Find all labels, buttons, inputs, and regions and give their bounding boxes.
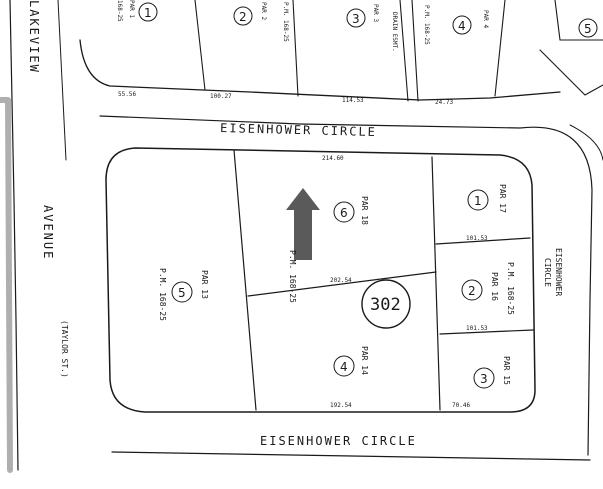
street-eisenhower-top: EISENHOWER CIRCLE <box>220 121 377 139</box>
parcel-16-label: PAR 16 <box>490 272 499 301</box>
parcel-17-label: PAR 17 <box>498 184 507 213</box>
parcel-18-circle <box>333 201 355 223</box>
parcel-17[interactable]: 1 PAR 17 <box>467 184 507 213</box>
lot-line-east <box>431 156 441 411</box>
eisenhower-south-line <box>111 451 591 461</box>
parcel-15-circle <box>473 367 495 389</box>
top-lot-5-circle <box>578 18 598 38</box>
block-number-circle <box>361 279 411 329</box>
top-lot-line-4 <box>494 0 506 97</box>
parcel-16[interactable]: 2 PAR 16 P.M. 168-25 <box>461 262 515 315</box>
drain-esmt-label: DRAIN ESMT. <box>391 12 398 52</box>
lakeview-row-line <box>9 0 19 471</box>
lot-line-17-16 <box>435 237 531 245</box>
street-eisenhower-right-2: CIRCLE <box>543 258 552 287</box>
top-lot-2-num: 2 <box>239 10 247 24</box>
top-row-boundary <box>79 39 561 101</box>
drain-esmt-line-a <box>399 0 409 102</box>
top-lot-1[interactable]: 1 PAR 1 168-25 <box>116 0 158 22</box>
parcel-14-circle <box>333 355 355 377</box>
parcel-18[interactable]: 6 PAR 18 <box>333 196 369 225</box>
top-lot-4-pm: P.M. 168-25 <box>423 5 430 45</box>
street-taylor: (TAYLOR ST.) <box>60 320 69 378</box>
parcel-13[interactable]: 5 PAR 13 P.M. 168-25 <box>158 268 209 321</box>
parcel-15-label: PAR 15 <box>502 356 511 385</box>
dim-top-c: 114.53 <box>342 97 364 104</box>
top-lot-4-circle <box>452 15 472 35</box>
top-lot-2-label: PAR 2 <box>260 2 267 20</box>
top-lot-5[interactable]: 5 <box>578 18 598 38</box>
parcel-14[interactable]: 4 PAR 14 <box>333 346 369 377</box>
dim-top-a: 55.56 <box>118 91 136 98</box>
top-lot-3-num: 3 <box>352 12 360 26</box>
lot-line-13-18 <box>233 149 257 411</box>
top-lot-3[interactable]: 3 PAR 3 <box>346 4 379 28</box>
parcel-16-pm: P.M. 168-25 <box>506 262 515 315</box>
lakeview-east-line <box>57 0 67 161</box>
top-lot-4[interactable]: 4 PAR 4 P.M. 168-25 <box>423 5 489 45</box>
block-302-boundary <box>105 147 536 413</box>
shadow-band <box>0 97 13 473</box>
parcel-13-label: PAR 13 <box>200 270 209 299</box>
street-avenue: AVENUE <box>41 205 55 260</box>
dim-right-a: 101.53 <box>466 235 488 242</box>
top-lot-5-num: 5 <box>584 22 592 36</box>
eisenhower-circle-outer <box>99 115 593 456</box>
street-eisenhower-right-1: EISENHOWER <box>554 248 563 296</box>
street-eisenhower-bottom: EISENHOWER CIRCLE <box>260 434 417 448</box>
top-lot-2[interactable]: 2 PAR 2 P.M. 168-25 <box>233 2 289 42</box>
eisenhower-circle-east-edge <box>569 124 603 161</box>
top-lot-3-label: PAR 3 <box>372 4 379 22</box>
parcel-18-num: 6 <box>340 206 348 220</box>
top-lot-4-label: PAR 4 <box>482 10 489 28</box>
parcel-17-num: 1 <box>474 194 482 208</box>
top-lot-line-1 <box>194 0 206 91</box>
dim-right-c: 70.46 <box>452 402 470 409</box>
dim-top-d: 24.73 <box>435 99 453 106</box>
dim-right-b: 101.53 <box>466 325 488 332</box>
lot-line-18-14 <box>247 271 437 297</box>
drain-esmt-line-b <box>411 0 419 102</box>
dim-inner-top: 214.60 <box>322 155 344 162</box>
parcel-13-num: 5 <box>178 286 186 300</box>
top-lot-1-num: 1 <box>144 6 152 20</box>
top-lot-3-circle <box>346 8 366 28</box>
parcel-13-pm: P.M. 168-25 <box>158 268 167 321</box>
north-arrow-icon <box>286 188 320 260</box>
parcel-17-circle <box>467 189 489 211</box>
top-lot-1-label: PAR 1 <box>128 0 135 18</box>
top-lot-2-pm: P.M. 168-25 <box>282 2 289 42</box>
top-right-lot-b <box>554 0 603 41</box>
top-right-lot <box>539 49 603 96</box>
parcel-14-label: PAR 14 <box>360 346 369 375</box>
pm-center-label: P.M. 168-25 <box>288 250 297 303</box>
parcel-15[interactable]: 3 PAR 15 <box>473 356 511 389</box>
top-lot-1-pm: 168-25 <box>116 0 123 22</box>
street-lakeview: LAKEVIEW <box>27 0 41 74</box>
parcel-14-num: 4 <box>340 360 348 374</box>
top-lot-line-2 <box>292 0 299 97</box>
block-number-text: 302 <box>370 295 401 315</box>
dim-bottom: 192.54 <box>330 402 352 409</box>
parcel-15-num: 3 <box>480 372 488 386</box>
top-lot-1-circle <box>138 2 158 22</box>
block-number: 302 <box>361 279 411 329</box>
dim-mid: 202.54 <box>330 277 352 284</box>
lot-line-16-15 <box>439 329 534 335</box>
parcel-16-num: 2 <box>468 284 476 298</box>
parcel-18-label: PAR 18 <box>360 196 369 225</box>
top-lot-2-circle <box>233 6 253 26</box>
parcel-13-circle <box>171 281 193 303</box>
parcel-16-circle <box>461 279 483 301</box>
dim-top-b: 100.27 <box>210 93 232 100</box>
top-lot-4-num: 4 <box>458 19 466 33</box>
